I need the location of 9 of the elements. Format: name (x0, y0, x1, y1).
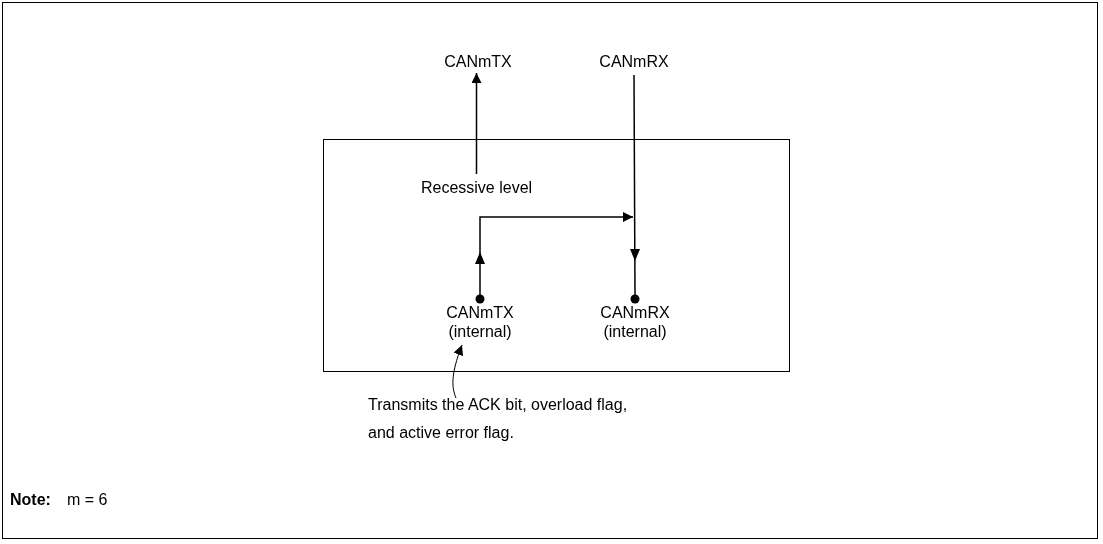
pin-label: CANmRX (internal) (585, 303, 685, 341)
signal-label: Recessive level (409, 178, 544, 197)
block-outline (323, 139, 790, 372)
note-heading: Note: (10, 491, 51, 509)
note-text: Transmits the ACK bit, overload flag, and active error flag. (368, 391, 648, 447)
note-text: m = 6 (67, 491, 108, 509)
pin-label: CANmTX (internal) (430, 303, 530, 341)
pin-label: CANmRX (584, 52, 684, 71)
pin-label: CANmTX (428, 52, 528, 71)
